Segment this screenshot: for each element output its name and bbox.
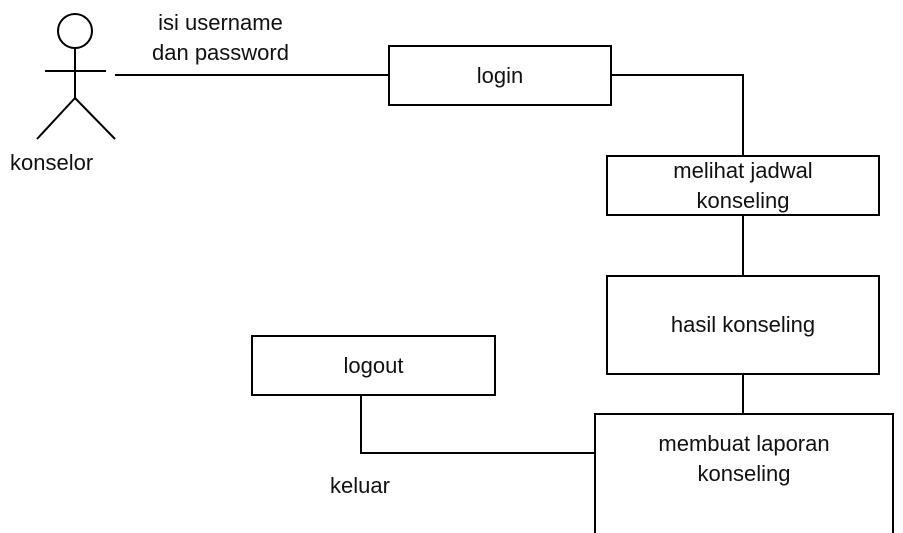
edge-label-credentials-line: isi username dan password xyxy=(152,10,289,65)
use-case-logout-label: logout xyxy=(343,352,404,378)
use-case-melihat-jadwal-label: melihat jadwal konseling xyxy=(673,157,813,213)
use-case-logout[interactable]: logout xyxy=(251,335,496,396)
use-case-hasil-konseling[interactable]: hasil konseling xyxy=(606,275,880,375)
edge-label-credentials: isi username dan password xyxy=(152,8,289,67)
use-case-membuat-laporan-label: membuat laporan konseling xyxy=(658,431,830,486)
use-case-login[interactable]: login xyxy=(388,45,612,106)
actor-left-leg xyxy=(36,97,76,140)
use-case-diagram: konselor isi username dan password login… xyxy=(10,8,894,533)
actor-right-leg xyxy=(74,97,116,140)
edge-login-to-jadwal xyxy=(612,74,744,155)
edge-label-exit: keluar xyxy=(330,473,390,498)
use-case-hasil-konseling-label: hasil konseling xyxy=(670,312,816,338)
actor-head xyxy=(57,13,93,49)
actor-label: konselor xyxy=(10,150,94,175)
edge-laporan-to-logout xyxy=(360,396,594,454)
use-case-login-label: login xyxy=(476,62,524,88)
use-case-membuat-laporan[interactable]: membuat laporan konseling xyxy=(594,413,894,533)
stick-figure-icon xyxy=(36,13,116,140)
diagram-connectors xyxy=(36,13,744,454)
use-case-melihat-jadwal[interactable]: melihat jadwal konseling xyxy=(606,155,880,216)
